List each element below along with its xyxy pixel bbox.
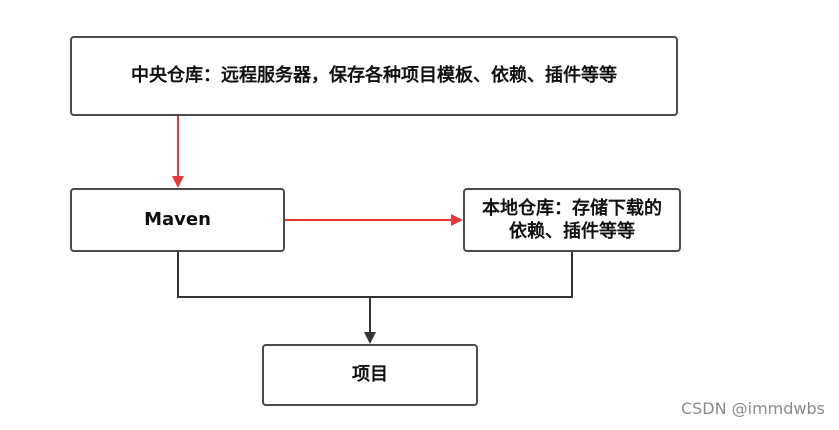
local-repo-box: 本地仓库：存储下载的依赖、插件等等: [463, 188, 681, 252]
project-box: 项目: [262, 344, 478, 406]
maven-box: Maven: [70, 188, 285, 252]
maven-label: Maven: [144, 209, 211, 231]
central-repo-label: 中央仓库：远程服务器，保存各种项目模板、依赖、插件等等: [131, 65, 617, 87]
csdn-watermark: CSDN @immdwbs: [680, 399, 825, 418]
connector-bracket: [177, 252, 573, 298]
central-repo-box: 中央仓库：远程服务器，保存各种项目模板、依赖、插件等等: [70, 36, 678, 116]
project-label: 项目: [352, 364, 388, 386]
local-repo-label: 本地仓库：存储下载的依赖、插件等等: [482, 197, 662, 242]
